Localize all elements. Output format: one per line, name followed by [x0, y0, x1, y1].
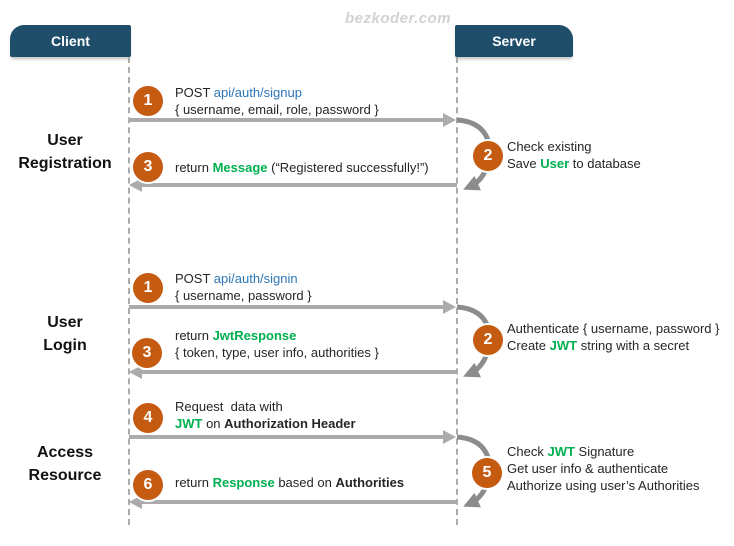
server-actions: Authenticate { username, password }Creat… — [507, 321, 720, 353]
request-arrowhead-icon — [443, 113, 456, 127]
section-label-access-resource: Access Resource — [28, 444, 102, 484]
response-arrowhead-icon — [129, 495, 142, 509]
response-message: return Response based on Authorities — [175, 475, 405, 490]
response-arrowhead-icon — [129, 365, 142, 379]
response-arrow-line — [142, 370, 457, 374]
watermark: bezkoder.com — [345, 10, 452, 27]
request-arrow-line — [129, 305, 446, 309]
section-label-user-registration: User Registration — [18, 132, 112, 172]
response-message: return JwtResponse{ token, type, user in… — [175, 328, 379, 360]
step-badge: 5 — [472, 458, 502, 488]
step-badge: 1 — [133, 86, 163, 116]
actor-server-label: Server — [492, 33, 536, 49]
step-badge: 1 — [133, 273, 163, 303]
actor-client-label: Client — [51, 33, 90, 49]
step-badge: 3 — [132, 338, 162, 368]
response-arrowhead-icon — [129, 178, 142, 192]
actor-server-header: Server — [455, 25, 573, 57]
request-message: POST api/auth/signup{ username, email, r… — [175, 85, 379, 117]
request-arrow-line — [129, 118, 446, 122]
step-badge: 6 — [133, 470, 163, 500]
step-badge: 2 — [473, 325, 503, 355]
response-message: return Message (“Registered successfully… — [175, 160, 429, 175]
client-lifeline — [128, 57, 130, 525]
request-arrow-line — [129, 435, 446, 439]
response-arrow-line — [142, 500, 457, 504]
request-arrowhead-icon — [443, 430, 456, 444]
actor-client-header: Client — [10, 25, 131, 57]
step-badge: 2 — [473, 141, 503, 171]
section-label-user-login: User Login — [43, 314, 87, 354]
step-badge: 4 — [133, 403, 163, 433]
request-message: POST api/auth/signin{ username, password… — [175, 271, 312, 303]
server-lifeline — [456, 57, 458, 525]
request-arrowhead-icon — [443, 300, 456, 314]
response-arrow-line — [142, 183, 457, 187]
step-badge: 3 — [133, 152, 163, 182]
